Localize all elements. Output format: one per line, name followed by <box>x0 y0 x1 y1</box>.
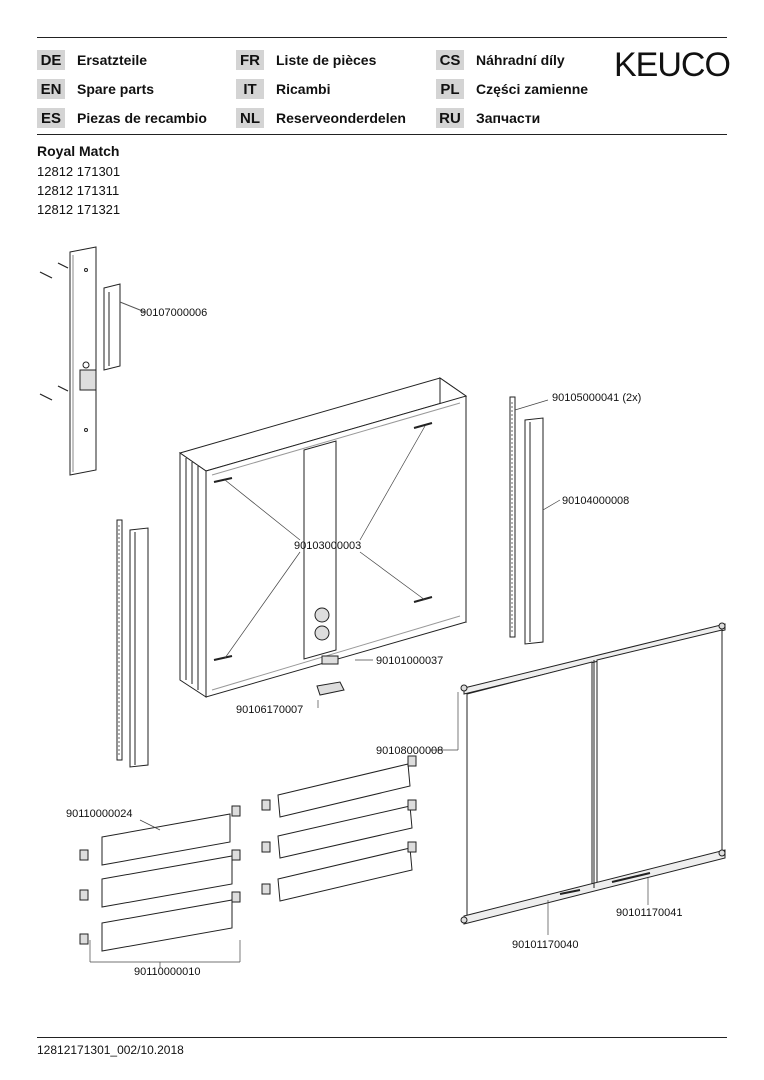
header-rule <box>37 134 727 135</box>
part-label: 90101170041 <box>616 907 682 919</box>
lang-cs: CS Náhradní díly <box>436 50 565 70</box>
lang-code: CS <box>436 50 464 70</box>
lang-label: Náhradní díly <box>476 52 565 68</box>
brand-logo: KEUCO <box>614 46 731 84</box>
glass-shelves <box>101 763 413 952</box>
part-label: 90104000008 <box>562 495 629 507</box>
lang-code: ES <box>37 108 65 128</box>
part-label: 90107000006 <box>140 307 207 319</box>
side-profile-left <box>69 246 97 476</box>
lang-nl: NL Reserveonderdelen <box>236 108 406 128</box>
lang-de: DE Ersatzteile <box>37 50 147 70</box>
lang-label: Ricambi <box>276 81 331 97</box>
lang-code: IT <box>236 79 264 99</box>
product-number: 12812 171301 <box>37 164 121 179</box>
part-label: 90110000010 <box>134 966 200 978</box>
switch-cover <box>103 283 146 371</box>
door-profile-left <box>116 519 149 768</box>
lang-label: Spare parts <box>77 81 155 97</box>
lang-label: Liste de pièces <box>276 52 377 68</box>
part-label: 90110000024 <box>66 808 132 820</box>
lang-en: EN Spare parts <box>37 79 154 99</box>
product-number: 12812 171311 <box>37 183 120 198</box>
lang-fr: FR Liste de pièces <box>236 50 376 70</box>
lang-code: RU <box>436 108 464 128</box>
lang-code: EN <box>37 79 65 99</box>
lang-code: FR <box>236 50 264 70</box>
lang-code: NL <box>236 108 264 128</box>
lang-label: Części zamienne <box>476 81 589 97</box>
lang-label: Запчасти <box>476 110 541 126</box>
lang-ru: RU Запчасти <box>436 108 540 128</box>
product-name: Royal Match <box>37 143 120 159</box>
shelf-callouts <box>89 819 241 968</box>
part-label: 90106170007 <box>236 704 303 716</box>
lang-it: IT Ricambi <box>236 79 330 99</box>
lang-label: Ersatzteile <box>77 52 148 68</box>
doc-id: 12812171301_002/10.2018 <box>37 1043 184 1057</box>
part-label: 90101000037 <box>376 655 443 667</box>
shelf-supports <box>79 755 417 945</box>
mirror-doors <box>460 622 726 935</box>
lang-code: PL <box>436 79 464 99</box>
lang-pl: PL Części zamienne <box>436 79 588 99</box>
lang-es: ES Piezas de recambio <box>37 108 207 128</box>
footer-rule <box>37 1037 727 1038</box>
callout-lines <box>224 425 459 751</box>
part-label: 90101170040 <box>512 939 578 951</box>
product-number: 12812 171321 <box>37 202 121 217</box>
part-label: 90105000041 (2x) <box>552 392 641 404</box>
part-label: 90108000008 <box>376 745 443 757</box>
screws <box>39 262 69 401</box>
cabinet-body <box>178 377 468 698</box>
lang-label: Reserveonderdelen <box>276 110 406 126</box>
lang-code: DE <box>37 50 65 70</box>
lang-label: Piezas de recambio <box>77 110 207 126</box>
hinge <box>316 655 345 696</box>
top-rule <box>37 37 727 38</box>
door-profile-right <box>509 396 561 645</box>
part-label: 90103000003 <box>294 540 361 552</box>
